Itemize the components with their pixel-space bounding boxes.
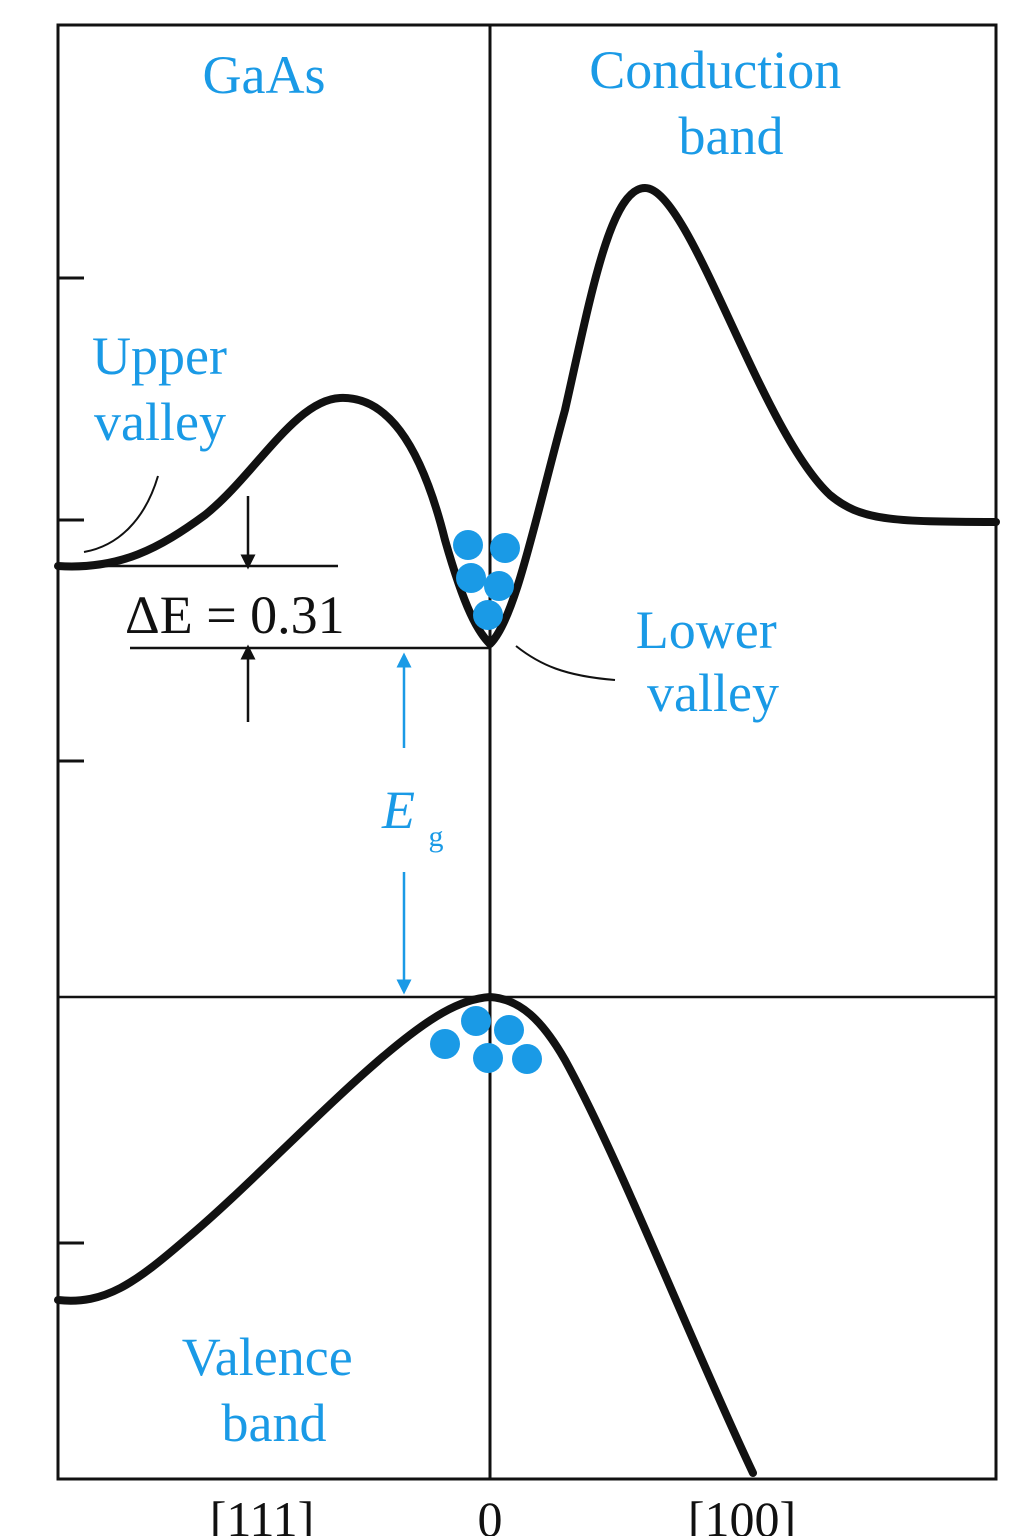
hole-icon — [512, 1044, 542, 1074]
x-axis-label-zero: 0 — [478, 1491, 503, 1536]
conduction-band-label: Conduction band — [589, 40, 855, 166]
valence-carriers — [430, 1006, 542, 1074]
electron-icon — [484, 571, 514, 601]
plot-frame — [56, 23, 998, 1481]
valence-band-curve — [54, 993, 757, 1477]
x-axis-label-111: [111] — [210, 1491, 315, 1536]
lower-valley-label-line-1: Lower — [636, 600, 777, 660]
band-gap-subscript: g — [429, 820, 444, 853]
x-axis-label-100: [100] — [688, 1491, 796, 1536]
electron-icon — [453, 530, 483, 560]
conduction-band-label-line-2: band — [679, 106, 784, 166]
upper-valley-label-line-2: valley — [94, 392, 226, 452]
upper-valley-label-line-1: Upper — [92, 326, 227, 386]
electron-icon — [473, 600, 503, 630]
hole-icon — [494, 1015, 524, 1045]
valence-band-label: Valence band — [182, 1327, 366, 1453]
lower-valley-label-line-2: valley — [647, 663, 779, 723]
upper-valley-leader — [83, 475, 159, 553]
electron-icon — [456, 563, 486, 593]
lower-valley-leader — [515, 645, 616, 681]
upper-valley-label: Upper valley — [92, 326, 240, 452]
band-gap-main: E — [381, 780, 415, 840]
band-gap-label: E g — [381, 780, 444, 853]
conduction-band-curve — [54, 184, 1000, 648]
lower-valley-label: Lower valley — [636, 600, 790, 723]
energy-ticks — [58, 276, 84, 1245]
conduction-band-label-line-1: Conduction — [589, 40, 841, 100]
conduction-carriers — [453, 530, 520, 630]
valence-band-label-line-2: band — [222, 1393, 327, 1453]
electron-icon — [490, 533, 520, 563]
valence-band-label-line-1: Valence — [182, 1327, 353, 1387]
hole-icon — [473, 1043, 503, 1073]
hole-icon — [461, 1006, 491, 1036]
hole-icon — [430, 1029, 460, 1059]
delta-e-label: ΔE = 0.31 — [125, 585, 345, 645]
material-label: GaAs — [203, 45, 326, 105]
